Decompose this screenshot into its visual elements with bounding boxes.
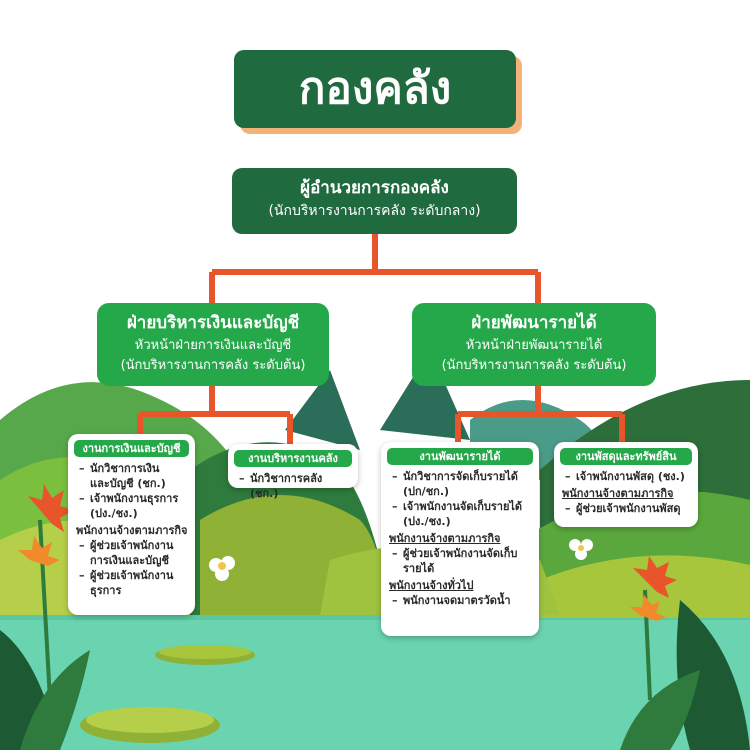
unit-header: งานพัสดุและทรัพย์สิน [560,448,692,465]
unit-item: –ผู้ช่วยเจ้าพนักงาน [79,539,174,552]
division-level: (นักบริหารงานการคลัง ระดับต้น) [120,358,306,373]
unit-item: –นักวิชาการคลัง (ชก.) [239,472,323,500]
white-flower [569,539,593,560]
unit-card-fiscal-admin: งานบริหารงานคลัง –นักวิชาการคลัง (ชก.) [228,444,358,500]
unit-card-procurement-assets: งานพัสดุและทรัพย์สิน –เจ้าพนักงานพัสดุ (… [554,442,698,527]
orange-flower-left [18,484,74,701]
unit-item: รายได้ [403,562,435,575]
unit-item: (ปก/ชก.) [403,485,450,498]
unit-item: –เจ้าพนักงานพัสดุ (ชง.) [565,470,685,483]
unit-sub-label: พนักงานจ้างตามภารกิจ [562,487,674,500]
unit-header: งานบริหารงานคลัง [234,450,352,467]
director-subtitle: (นักบริหารงานการคลัง ระดับกลาง) [268,203,481,219]
connector-lines [137,234,625,446]
division-head: หัวหน้าฝ่ายการเงินและบัญชี [134,338,292,353]
unit-header: งานพัฒนารายได้ [387,448,533,465]
hill-right-front [540,555,750,618]
unit-item: –นักวิชาการเงิน [79,462,160,475]
division-finance-box: ฝ่ายบริหารเงินและบัญชี หัวหน้าฝ่ายการเงิ… [97,303,329,386]
unit-item: (ปง./ชง.) [403,515,451,528]
page-title: กองคลัง [234,50,516,128]
unit-item: และบัญชี (ชก.) [90,477,166,490]
director-box: ผู้อำนวยการกองคลัง (นักบริหารงานการคลัง … [232,168,517,234]
unit-item: ธุรการ [90,584,122,597]
unit-card-revenue-development: งานพัฒนารายได้ –นักวิชาการจัดเก็บรายได้ … [381,442,539,636]
unit-header: งานการเงินและบัญชี [74,440,189,457]
unit-sub-label: พนักงานจ้างทั่วไป [389,579,474,592]
unit-card-finance-accounting: งานการเงินและบัญชี –นักวิชาการเงิน และบั… [68,434,195,615]
unit-sub-label: พนักงานจ้างตามภารกิจ [76,524,188,537]
lily-pad [86,707,214,733]
division-title: ฝ่ายพัฒนารายได้ [471,313,597,333]
leaf-right [676,600,750,750]
division-title: ฝ่ายบริหารเงินและบัญชี [126,313,300,333]
unit-item: –ผู้ช่วยเจ้าพนักงานจัดเก็บ [392,547,518,560]
unit-item: –พนักงานจดมาตรวัดน้ำ [392,594,511,607]
division-head: หัวหน้าฝ่ายพัฒนารายได้ [465,338,603,353]
leaf-left-2 [20,650,90,750]
triangle-tree-left [285,370,360,450]
unit-item: (ปง./ชง.) [90,507,138,520]
division-revenue-box: ฝ่ายพัฒนารายได้ หัวหน้าฝ่ายพัฒนารายได้ (… [412,303,656,386]
leaf-right-2 [620,670,700,750]
orange-flower-right [630,556,677,701]
director-title: ผู้อำนวยการกองคลัง [300,178,449,198]
unit-item: –เจ้าพนักงานธุรการ [79,492,179,505]
unit-sub-label: พนักงานจ้างตามภารกิจ [389,532,501,545]
unit-item: การเงินและบัญชี [90,554,169,567]
unit-item: –ผู้ช่วยเจ้าพนักงานพัสดุ [565,502,681,515]
unit-item: –ผู้ช่วยเจ้าพนักงาน [79,569,174,582]
division-level: (นักบริหารงานการคลัง ระดับต้น) [441,358,627,373]
unit-item: –เจ้าพนักงานจัดเก็บรายได้ [392,500,523,513]
unit-item: –นักวิชาการจัดเก็บรายได้ [392,470,518,483]
lily-pad [159,645,251,659]
triangle-tree-right [380,350,470,440]
white-flower [209,556,235,581]
